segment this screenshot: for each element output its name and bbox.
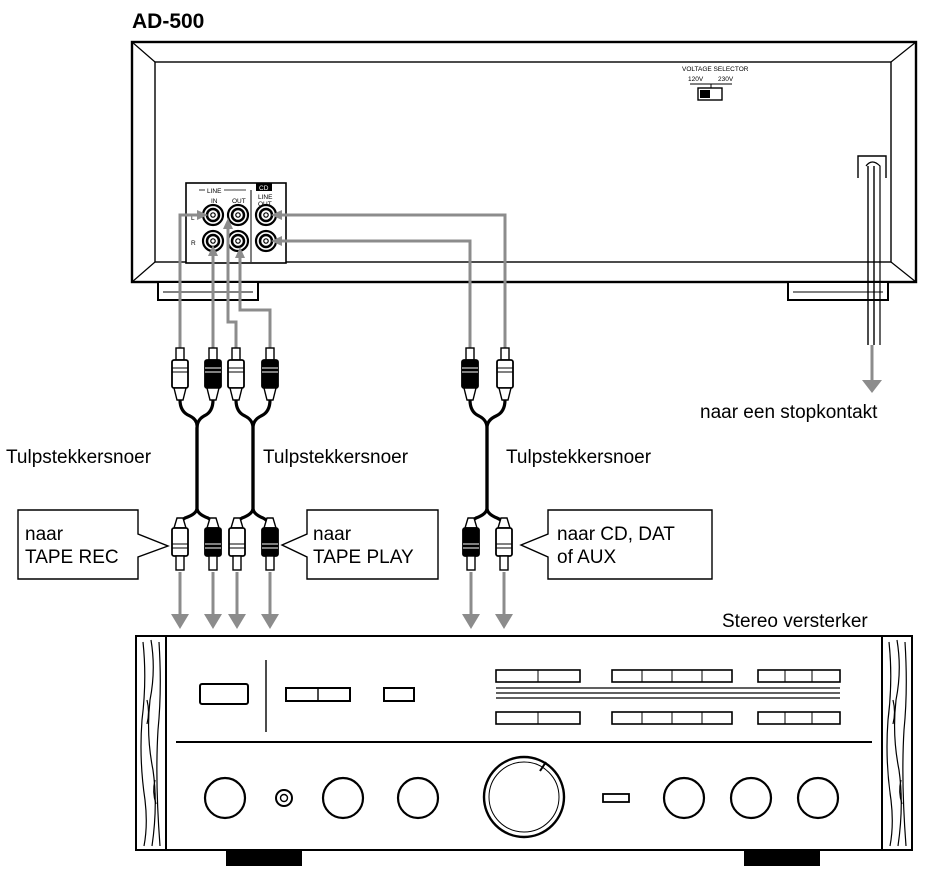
- cable-label-3: Tulpstekkersnoer: [506, 447, 652, 468]
- knob-2[interactable]: [321, 776, 365, 820]
- arrow-down-4: [261, 572, 279, 629]
- unit-foot-right: [787, 281, 889, 301]
- arrow-down-3: [228, 572, 246, 629]
- plug-upper-4: [261, 347, 279, 401]
- svg-text:TAPE PLAY: TAPE PLAY: [313, 547, 414, 568]
- cd-out-r-jack[interactable]: [254, 229, 278, 253]
- indicator-slot: [602, 793, 630, 803]
- knob-1[interactable]: [203, 776, 247, 820]
- line-group-label: LINE: [207, 188, 222, 195]
- line-in-label: IN: [211, 198, 218, 205]
- channel-l-label: L: [191, 215, 195, 222]
- arrow-down-1: [171, 572, 189, 629]
- voltage-120-label: 120V: [688, 76, 704, 83]
- callout-tape-rec: naar TAPE REC: [17, 509, 170, 580]
- svg-text:of AUX: of AUX: [557, 547, 616, 568]
- arrow-down-2: [204, 572, 222, 629]
- voltage-selector-label: VOLTAGE SELECTOR: [682, 66, 749, 73]
- knob-5[interactable]: [729, 776, 773, 820]
- arrows-to-amplifier: [171, 572, 513, 629]
- plug-lower-6: [495, 517, 513, 571]
- plug-upper-5: [461, 347, 479, 401]
- cd-badge: [256, 183, 272, 191]
- svg-text:naar: naar: [25, 524, 64, 545]
- meter-display: [495, 669, 841, 725]
- knob-4[interactable]: [662, 776, 706, 820]
- amp-foot-left: [226, 850, 302, 866]
- cable-label-1: Tulpstekkersnoer: [6, 447, 152, 468]
- device-title: AD-500: [132, 10, 204, 33]
- plug-lower-5: [462, 517, 480, 571]
- signal-routing: [178, 210, 507, 348]
- plug-upper-2: [204, 347, 222, 401]
- plug-upper-3: [227, 347, 245, 401]
- plug-lower-1: [171, 517, 189, 571]
- plug-upper-6: [496, 347, 514, 401]
- plug-lower-4: [261, 517, 279, 571]
- svg-text:naar CD, DAT: naar CD, DAT: [557, 524, 675, 545]
- channel-r-label: R: [191, 240, 196, 247]
- callout-cd-dat-aux: naar CD, DAT of AUX: [519, 509, 713, 580]
- wood-side-right: [881, 635, 913, 851]
- power-cord: [857, 155, 887, 393]
- plug-lower-3: [228, 517, 246, 571]
- unit-foot-left: [157, 281, 259, 301]
- power-button[interactable]: [199, 683, 249, 705]
- cable-label-2: Tulpstekkersnoer: [263, 447, 409, 468]
- wood-side-left: [135, 635, 167, 851]
- line-out-l-jack[interactable]: [226, 203, 250, 227]
- callout-tape-play: naar TAPE PLAY: [280, 509, 439, 580]
- amplifier-label: Stereo versterker: [722, 611, 868, 632]
- arrow-down-6: [495, 572, 513, 629]
- line-out-label: OUT: [232, 198, 246, 205]
- stereo-amplifier: [135, 635, 913, 866]
- plug-lower-2: [204, 517, 222, 571]
- volume-knob[interactable]: [482, 755, 566, 839]
- line-out-r-jack[interactable]: [226, 229, 250, 253]
- knob-6[interactable]: [796, 776, 840, 820]
- svg-text:TAPE REC: TAPE REC: [25, 547, 119, 568]
- power-outlet-label: naar een stopkontakt: [700, 402, 878, 423]
- svg-text:naar: naar: [313, 524, 352, 545]
- mode-button[interactable]: [383, 687, 415, 702]
- voltage-selector[interactable]: VOLTAGE SELECTOR 120V 230V: [682, 66, 749, 101]
- arrow-to-outlet: [862, 380, 882, 393]
- rca-plugs: [171, 347, 514, 571]
- amp-foot-right: [744, 850, 820, 866]
- voltage-230-label: 230V: [718, 76, 734, 83]
- plug-upper-1: [171, 347, 189, 401]
- svg-text:CD: CD: [259, 185, 269, 192]
- knob-3[interactable]: [396, 776, 440, 820]
- arrow-down-5: [462, 572, 480, 629]
- cd-line-label: LINE: [258, 194, 273, 201]
